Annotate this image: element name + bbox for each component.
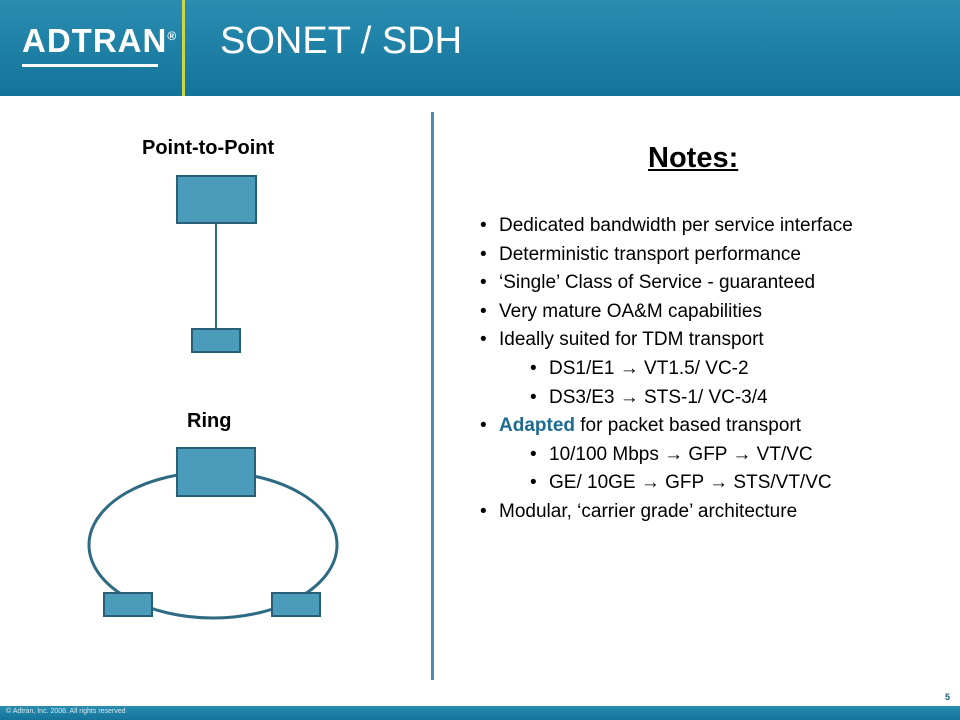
notes-item-text: Modular, ‘carrier grade’ architecture — [499, 500, 798, 522]
notes-item-text: DS3/E3 → STS-1/ VC-3/4 — [549, 386, 768, 408]
notes-item: • ‘Single’ Class of Service - guaranteed — [480, 269, 940, 298]
column-divider — [431, 112, 434, 680]
notes-item: • Very mature OA&M capabilities — [480, 298, 940, 327]
copyright-text: © Adtran, Inc. 2008. All rights reserved — [6, 708, 126, 715]
point-to-point-label: Point-to-Point — [142, 137, 275, 159]
accent-word: Adapted — [499, 415, 575, 437]
notes-item-text: GE/ 10GE → GFP → STS/VT/VC — [549, 472, 832, 494]
bullet-icon: • — [480, 329, 487, 351]
notes-item: • Ideally suited for TDM transport — [480, 326, 940, 355]
notes-sub-item: • DS1/E1 → VT1.5/ VC-2 — [480, 355, 940, 384]
notes-item-text: Very mature OA&M capabilities — [499, 300, 762, 322]
bullet-icon: • — [530, 443, 537, 465]
notes-item-text: 10/100 Mbps → GFP → VT/VC — [549, 443, 813, 465]
adtran-logo: ADTRAN® — [22, 22, 177, 60]
footer-bar: © Adtran, Inc. 2008. All rights reserved — [0, 706, 960, 720]
ring-label: Ring — [187, 410, 232, 432]
point-to-point-diagram — [176, 175, 257, 353]
bullet-icon: • — [480, 272, 487, 294]
ring-node-right — [271, 592, 321, 617]
header-bar: ADTRAN® SONET / SDH — [0, 0, 960, 96]
notes-item-text: Ideally suited for TDM transport — [499, 329, 764, 351]
notes-list: • Dedicated bandwidth per service interfa… — [480, 212, 940, 527]
ring-diagram — [87, 447, 339, 620]
bullet-icon: • — [480, 300, 487, 322]
notes-sub-item: • 10/100 Mbps → GFP → VT/VC — [480, 441, 940, 470]
notes-item: • Deterministic transport performance — [480, 241, 940, 270]
bullet-icon: • — [480, 500, 487, 522]
notes-item-text: Dedicated bandwidth per service interfac… — [499, 215, 853, 236]
ring-node-top — [176, 447, 256, 497]
network-diagrams — [87, 175, 339, 620]
slide-title: SONET / SDH — [220, 20, 463, 62]
logo-underline — [22, 64, 158, 67]
notes-item-text: ‘Single’ Class of Service - guaranteed — [499, 272, 816, 294]
notes-item-text: for packet based transport — [575, 415, 802, 437]
notes-heading: Notes: — [648, 142, 739, 174]
p2p-node-small — [191, 328, 241, 353]
p2p-node-large — [176, 175, 257, 224]
notes-sub-item: • GE/ 10GE → GFP → STS/VT/VC — [480, 469, 940, 498]
notes-item-text: Deterministic transport performance — [499, 243, 801, 265]
bullet-icon: • — [530, 386, 537, 408]
bullet-icon: • — [480, 243, 487, 265]
header-divider — [182, 0, 185, 96]
notes-sub-item: • DS3/E3 → STS-1/ VC-3/4 — [480, 384, 940, 413]
logo-registered-mark: ® — [167, 29, 178, 43]
bullet-icon: • — [530, 357, 537, 379]
page-number: 5 — [944, 692, 950, 702]
notes-item: • Modular, ‘carrier grade’ architecture — [480, 498, 940, 527]
ring-node-left — [103, 592, 153, 617]
bullet-icon: • — [480, 215, 487, 236]
notes-item-text: DS1/E1 → VT1.5/ VC-2 — [549, 357, 749, 379]
notes-item: • Dedicated bandwidth per service interfa… — [480, 212, 940, 241]
notes-item: • Adapted for packet based transport — [480, 412, 940, 441]
bullet-icon: • — [480, 415, 487, 437]
logo-text: ADTRAN — [22, 22, 168, 59]
bullet-icon: • — [530, 472, 537, 494]
